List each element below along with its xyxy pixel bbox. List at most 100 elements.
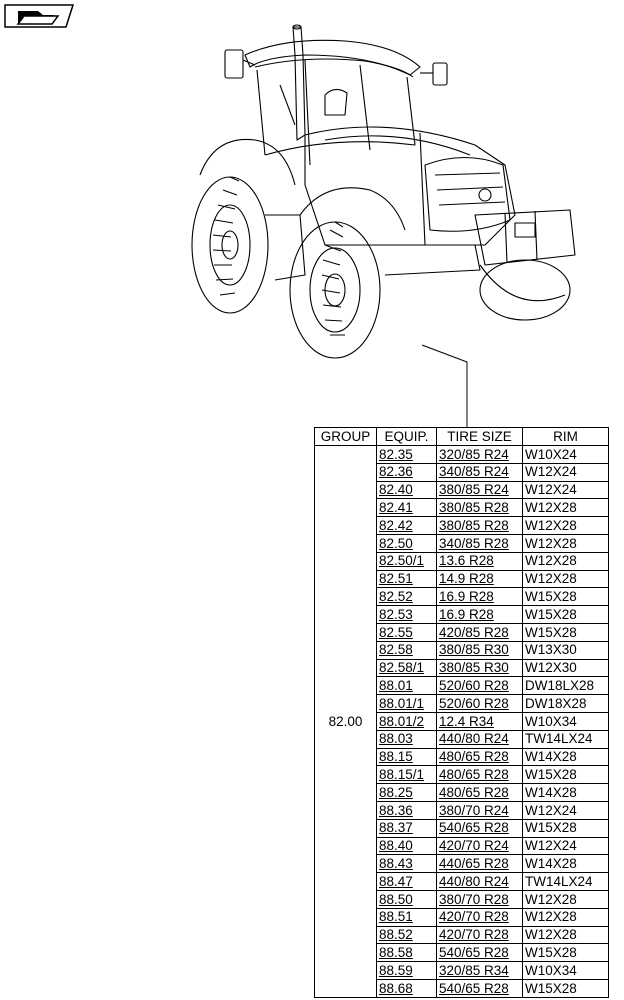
equip-cell: 82.35 xyxy=(376,445,437,464)
rim-cell: W15X28 xyxy=(522,587,609,607)
rim-cell: W10X34 xyxy=(522,961,609,980)
equip-cell: 88.47 xyxy=(376,872,437,891)
rim-header: RIM xyxy=(522,427,609,446)
tire-size-cell: 340/85 R28 xyxy=(436,533,523,553)
group-header: GROUP xyxy=(314,427,377,446)
equip-cell: 82.50 xyxy=(376,533,437,553)
equip-cell: 88.01 xyxy=(376,676,437,696)
rim-cell: W12X24 xyxy=(522,462,609,482)
rim-cell: W14X28 xyxy=(522,783,609,802)
rim-cell: W12X24 xyxy=(522,480,609,500)
rim-cell: W12X28 xyxy=(522,516,609,535)
equip-cell: 88.37 xyxy=(376,818,437,838)
rim-cell: W10X24 xyxy=(522,445,609,464)
equip-cell: 82.53 xyxy=(376,605,437,624)
rim-cell: W12X28 xyxy=(522,907,609,927)
rim-cell: W12X24 xyxy=(522,836,609,856)
tire-size-cell: 340/85 R24 xyxy=(436,462,523,482)
rim-cell: W12X28 xyxy=(522,533,609,553)
tire-size-cell: 420/70 R28 xyxy=(436,907,523,927)
equip-cell: 88.25 xyxy=(376,783,437,802)
tire-size-cell: 16.9 R28 xyxy=(436,587,523,607)
equip-cell: 88.01/1 xyxy=(376,694,437,713)
equip-cell: 88.15/1 xyxy=(376,765,437,785)
equip-header: EQUIP. xyxy=(376,427,437,446)
rim-cell: W15X28 xyxy=(522,605,609,624)
tire-size-cell: 380/85 R28 xyxy=(436,498,523,518)
equip-cell: 88.51 xyxy=(376,907,437,927)
rim-cell: W12X30 xyxy=(522,658,609,678)
tractor-illustration xyxy=(185,15,585,360)
tire-size-cell: 420/70 R28 xyxy=(436,925,523,945)
rim-cell: W12X24 xyxy=(522,800,609,820)
tire-size-cell: 12.4 R34 xyxy=(436,711,523,731)
group-cell: 82.00 xyxy=(314,445,377,998)
tire-size-cell: 440/80 R24 xyxy=(436,872,523,891)
rim-cell: W13X30 xyxy=(522,640,609,660)
tire-size-cell: 420/85 R28 xyxy=(436,622,523,642)
tire-size-cell: 540/65 R28 xyxy=(436,818,523,838)
equip-cell: 88.03 xyxy=(376,729,437,749)
rim-cell: DW18X28 xyxy=(522,694,609,713)
tire-size-cell: 380/85 R28 xyxy=(436,516,523,535)
equip-cell: 82.52 xyxy=(376,587,437,607)
tire-size-cell: 520/60 R28 xyxy=(436,694,523,713)
rim-cell: W12X28 xyxy=(522,889,609,909)
equip-cell: 82.51 xyxy=(376,569,437,589)
rim-cell: TW14LX24 xyxy=(522,872,609,891)
rim-cell: W12X28 xyxy=(522,925,609,945)
tire-size-cell: 380/70 R28 xyxy=(436,889,523,909)
equip-cell: 88.36 xyxy=(376,800,437,820)
equip-cell: 82.58 xyxy=(376,640,437,660)
equip-cell: 88.68 xyxy=(376,978,437,998)
tire-size-cell: 540/65 R28 xyxy=(436,943,523,963)
tire-size-cell: 380/70 R24 xyxy=(436,800,523,820)
equip-cell: 82.40 xyxy=(376,480,437,500)
equip-cell: 88.15 xyxy=(376,747,437,767)
rim-cell: W14X28 xyxy=(522,854,609,874)
rim-cell: W14X28 xyxy=(522,747,609,767)
equip-cell: 88.52 xyxy=(376,925,437,945)
tire-size-header: TIRE SIZE xyxy=(436,427,523,446)
equip-cell: 82.58/1 xyxy=(376,658,437,678)
tire-size-cell: 16.9 R28 xyxy=(436,605,523,624)
equip-cell: 88.59 xyxy=(376,961,437,980)
tire-size-cell: 480/65 R28 xyxy=(436,747,523,767)
tire-size-cell: 380/85 R24 xyxy=(436,480,523,500)
rim-cell: W10X34 xyxy=(522,711,609,731)
equip-cell: 82.41 xyxy=(376,498,437,518)
tire-size-cell: 480/65 R28 xyxy=(436,765,523,785)
tire-size-cell: 320/85 R24 xyxy=(436,445,523,464)
equip-cell: 88.50 xyxy=(376,889,437,909)
equip-cell: 88.01/2 xyxy=(376,711,437,731)
tire-size-cell: 320/85 R34 xyxy=(436,961,523,980)
tire-size-cell: 520/60 R28 xyxy=(436,676,523,696)
rim-cell: W15X28 xyxy=(522,978,609,998)
rim-cell: W15X28 xyxy=(522,622,609,642)
tire-size-cell: 13.6 R28 xyxy=(436,551,523,571)
rim-cell: W12X28 xyxy=(522,551,609,571)
rim-cell: W15X28 xyxy=(522,765,609,785)
open-folder-icon[interactable] xyxy=(4,4,75,28)
